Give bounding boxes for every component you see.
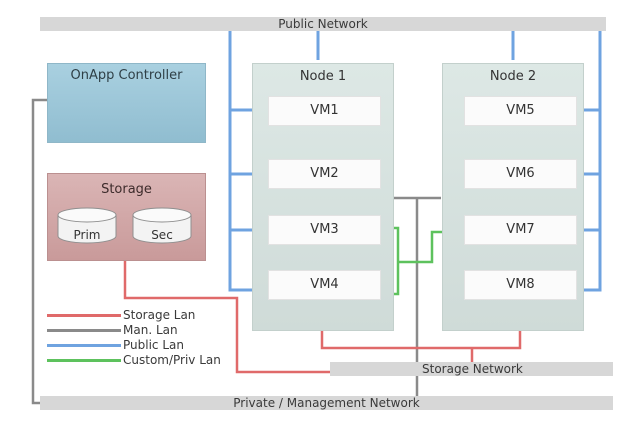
vm-box: VM1 xyxy=(268,96,381,126)
legend-swatch xyxy=(47,314,121,317)
vm-box: VM2 xyxy=(268,159,381,189)
vm-box: VM6 xyxy=(464,159,577,189)
legend-label: Public Lan xyxy=(123,338,184,352)
node-1: Node 1 VM1 VM2 VM3 VM4 xyxy=(252,63,394,331)
onapp-controller: OnApp Controller xyxy=(47,63,206,143)
vm-box: VM5 xyxy=(464,96,577,126)
private-network-bar: Private / Management Network xyxy=(40,396,613,410)
storage-disks: Prim Sec xyxy=(57,207,192,244)
legend-item: Public Lan xyxy=(47,338,247,352)
legend-label: Custom/Priv Lan xyxy=(123,353,221,367)
legend-swatch xyxy=(47,329,121,332)
storage-lan-nodes xyxy=(320,330,522,350)
public-network-bar: Public Network xyxy=(40,17,606,31)
public-lan-node2-trunk xyxy=(578,30,602,292)
storage-title: Storage xyxy=(101,182,152,197)
disk-label-sec: Sec xyxy=(151,228,173,242)
node-2: Node 2 VM5 VM6 VM7 VM8 xyxy=(442,63,584,331)
node-title: Node 2 xyxy=(489,69,537,84)
public-network-label: Public Network xyxy=(278,17,368,31)
storage-box: Storage Prim Sec xyxy=(47,173,206,261)
private-network-label: Private / Management Network xyxy=(233,396,420,410)
storage-network-bar: Storage Network xyxy=(330,362,613,376)
legend-label: Storage Lan xyxy=(123,308,196,322)
legend-item: Storage Lan xyxy=(47,308,247,322)
legend-swatch xyxy=(47,359,121,362)
disk-icon: Prim xyxy=(57,207,117,244)
vm-box: VM3 xyxy=(268,215,381,245)
storage-lan-lines xyxy=(123,260,522,374)
legend-item: Man. Lan xyxy=(47,323,247,337)
disk-label-prim: Prim xyxy=(74,228,101,242)
legend-label: Man. Lan xyxy=(123,323,178,337)
disk-icon: Sec xyxy=(132,207,192,244)
storage-lan-san xyxy=(123,260,330,374)
management-lan-controller xyxy=(31,98,47,405)
legend-swatch xyxy=(47,344,121,347)
controller-title: OnApp Controller xyxy=(70,68,183,83)
node-title: Node 1 xyxy=(299,69,347,84)
vm-box: VM7 xyxy=(464,215,577,245)
storage-network-label: Storage Network xyxy=(422,362,523,376)
vm-box: VM8 xyxy=(464,270,577,300)
vm-box: VM4 xyxy=(268,270,381,300)
legend-item: Custom/Priv Lan xyxy=(47,353,247,367)
